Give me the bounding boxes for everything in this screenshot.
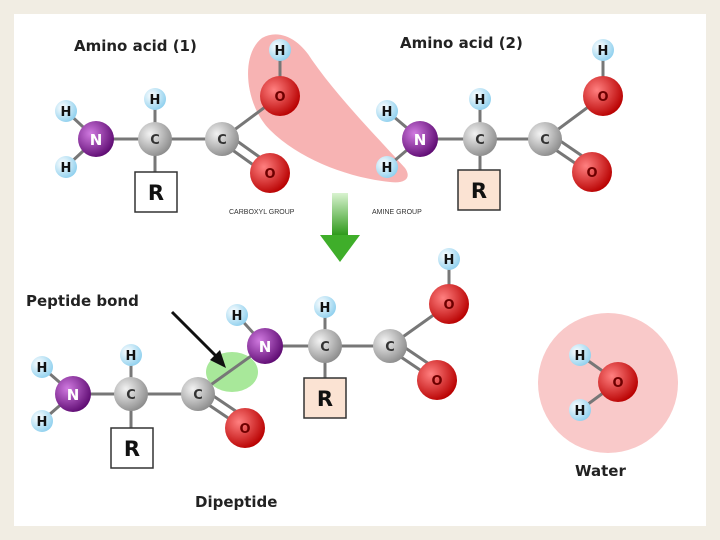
- svg-text:H: H: [575, 349, 586, 364]
- oxygen-atom: O: [225, 408, 265, 448]
- svg-text:C: C: [320, 340, 330, 355]
- svg-text:C: C: [540, 133, 550, 148]
- amino-acid-2: H H N H C R C O H O: [376, 39, 623, 211]
- removed-atoms-highlight: [248, 34, 408, 183]
- peptide-bond-label: Peptide bond: [26, 292, 139, 310]
- svg-text:R: R: [317, 387, 333, 411]
- hydrogen-atom: H: [569, 399, 591, 421]
- r-group-box: R: [457, 169, 501, 211]
- water-label: Water: [575, 462, 626, 480]
- hydrogen-atom: H: [31, 410, 53, 432]
- carbon-atom: C: [528, 122, 562, 156]
- svg-text:C: C: [126, 388, 136, 403]
- oxygen-atom: O: [260, 76, 300, 116]
- svg-text:H: H: [126, 349, 137, 364]
- carbon-atom: C: [181, 377, 215, 411]
- hydrogen-atom: H: [55, 156, 77, 178]
- reaction-arrow: [320, 193, 360, 262]
- r-group-box: R: [134, 171, 178, 213]
- r-group-box: R: [110, 427, 154, 469]
- svg-text:H: H: [61, 105, 72, 120]
- hydrogen-atom: H: [31, 356, 53, 378]
- svg-text:H: H: [150, 93, 161, 108]
- carboxyl-group-label: CARBOXYL GROUP: [229, 209, 295, 216]
- carbon-atom: C: [205, 122, 239, 156]
- hydrogen-atom: H: [569, 344, 591, 366]
- hydrogen-atom: H: [438, 248, 460, 270]
- dipeptide-label: Dipeptide: [195, 493, 277, 511]
- svg-text:R: R: [124, 437, 140, 461]
- svg-text:H: H: [275, 44, 286, 59]
- svg-text:N: N: [90, 131, 103, 149]
- svg-text:O: O: [612, 376, 623, 391]
- amino-acid-1: H H N H C R C O H O: [55, 39, 300, 213]
- hydrogen-atom: H: [120, 344, 142, 366]
- hydrogen-atom: H: [269, 39, 291, 61]
- hydrogen-atom: H: [469, 88, 491, 110]
- svg-text:H: H: [61, 161, 72, 176]
- svg-text:O: O: [443, 298, 454, 313]
- svg-text:O: O: [264, 167, 275, 182]
- nitrogen-atom: N: [402, 121, 438, 157]
- hydrogen-atom: H: [226, 304, 248, 326]
- peptide-bond-pointer: [170, 310, 226, 368]
- oxygen-atom: O: [572, 152, 612, 192]
- oxygen-atom: O: [429, 284, 469, 324]
- r-group-box: R: [303, 377, 347, 419]
- amino-acid-1-label: Amino acid (1): [74, 37, 197, 55]
- svg-text:O: O: [597, 90, 608, 105]
- oxygen-atom: O: [583, 76, 623, 116]
- svg-text:H: H: [37, 361, 48, 376]
- hydrogen-atom: H: [376, 156, 398, 178]
- nitrogen-atom: N: [78, 121, 114, 157]
- svg-text:H: H: [382, 105, 393, 120]
- oxygen-atom: O: [417, 360, 457, 400]
- svg-text:H: H: [382, 161, 393, 176]
- svg-text:R: R: [148, 181, 164, 205]
- hydrogen-atom: H: [592, 39, 614, 61]
- carbon-atom: C: [373, 329, 407, 363]
- svg-text:N: N: [67, 386, 80, 404]
- svg-text:H: H: [598, 44, 609, 59]
- svg-text:H: H: [320, 301, 331, 316]
- hydrogen-atom: H: [314, 296, 336, 318]
- svg-text:C: C: [217, 133, 227, 148]
- oxygen-atom: O: [598, 362, 638, 402]
- hydrogen-atom: H: [376, 100, 398, 122]
- amino-acid-2-label: Amino acid (2): [400, 34, 523, 52]
- svg-text:N: N: [414, 131, 427, 149]
- svg-text:N: N: [259, 338, 272, 356]
- svg-text:C: C: [475, 133, 485, 148]
- svg-text:C: C: [193, 388, 203, 403]
- svg-text:O: O: [274, 90, 285, 105]
- svg-text:H: H: [575, 404, 586, 419]
- hydrogen-atom: H: [55, 100, 77, 122]
- svg-text:H: H: [475, 93, 486, 108]
- svg-text:C: C: [150, 133, 160, 148]
- carbon-atom: C: [463, 122, 497, 156]
- carbon-atom: C: [114, 377, 148, 411]
- svg-text:O: O: [431, 374, 442, 389]
- oxygen-atom: O: [250, 153, 290, 193]
- svg-text:C: C: [385, 340, 395, 355]
- nitrogen-atom: N: [247, 328, 283, 364]
- svg-text:R: R: [471, 179, 487, 203]
- dipeptide-molecule: H H N H C R C O H N H C R C O H O: [31, 248, 469, 469]
- svg-text:O: O: [586, 166, 597, 181]
- carbon-atom: C: [138, 122, 172, 156]
- carbon-atom: C: [308, 329, 342, 363]
- svg-text:H: H: [37, 415, 48, 430]
- water-molecule: H H O: [569, 344, 638, 421]
- nitrogen-atom: N: [55, 376, 91, 412]
- amine-group-label: AMINE GROUP: [372, 209, 422, 216]
- svg-text:H: H: [444, 253, 455, 268]
- hydrogen-atom: H: [144, 88, 166, 110]
- svg-text:H: H: [232, 309, 243, 324]
- svg-text:O: O: [239, 422, 250, 437]
